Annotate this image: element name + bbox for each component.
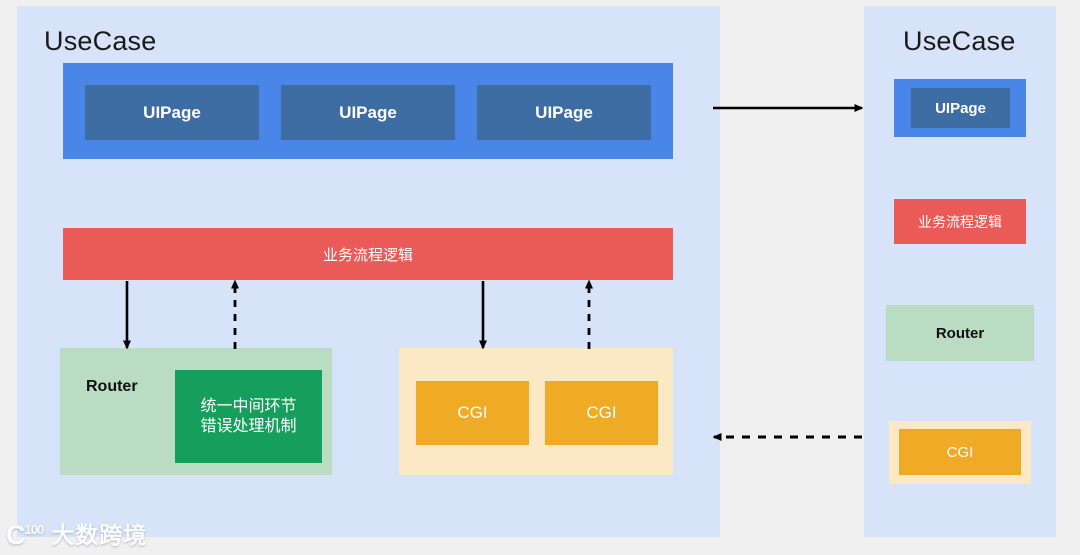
left-error-handling-box[interactable]: 统一中间环节 错误处理机制 [175,370,322,463]
watermark-logo-icon: C100 [6,520,45,550]
right-router-box[interactable]: Router [886,305,1034,361]
right-panel-title: UseCase [903,26,1016,56]
left-cgi-1[interactable]: CGI [416,381,529,445]
left-business-logic-bar[interactable]: 业务流程逻辑 [63,228,673,280]
left-cgi-2[interactable]: CGI [545,381,658,445]
left-panel-title: UseCase [44,26,157,56]
watermark-superscript: 100 [24,522,45,537]
left-router-label: Router [86,378,138,395]
left-uipage-2[interactable]: UIPage [281,85,455,140]
right-business-logic-box[interactable]: 业务流程逻辑 [894,199,1026,244]
left-uipage-1[interactable]: UIPage [85,85,259,140]
right-uipage[interactable]: UIPage [911,88,1010,128]
watermark: C100 大数跨境 [6,522,147,549]
watermark-text: 大数跨境 [51,522,148,548]
right-cgi-box[interactable]: CGI [899,429,1021,475]
left-uipage-3[interactable]: UIPage [477,85,651,140]
watermark-mark-letter: C [6,520,25,550]
